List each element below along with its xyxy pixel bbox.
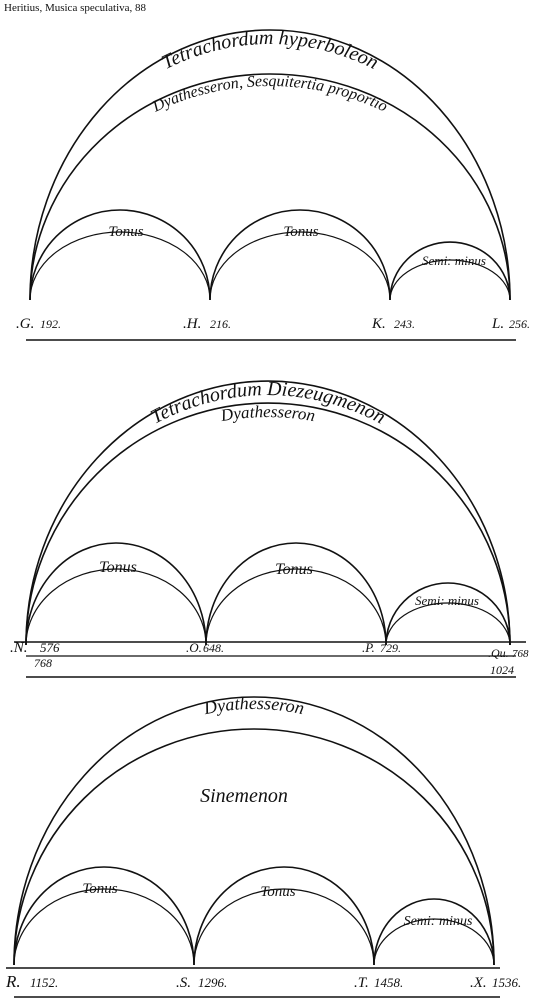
semitone-arc-inner <box>389 259 511 301</box>
tonus-arc-inner <box>205 568 387 646</box>
interval-label: Tonus <box>283 224 318 240</box>
point-letter: .Qu. <box>488 646 509 660</box>
tonus-arc-outer <box>205 542 387 646</box>
semitone-arc-inner <box>373 918 495 966</box>
tonus-arc-inner <box>193 888 375 966</box>
point-letter: .H. <box>183 316 201 332</box>
point-letter: L. <box>491 316 504 332</box>
inner-arc <box>13 728 495 966</box>
tonus-arc-outer <box>29 209 211 301</box>
interval-label: Tonus <box>260 884 295 900</box>
point-value: 768 <box>512 648 529 660</box>
point-letter: .T. <box>354 975 369 991</box>
extra-number: 1024 <box>490 663 514 677</box>
semitone-arc-inner <box>385 602 511 646</box>
point-value: 1536. <box>492 975 521 990</box>
diagram-diezeugmenon: Tetrachordum Diezeugmenon Dyathesseron T… <box>10 378 529 678</box>
point-value: 243. <box>394 317 415 331</box>
point-value: 648. <box>203 641 224 655</box>
tonus-arc-inner <box>13 888 195 966</box>
semitone-arc-outer <box>389 241 511 301</box>
diagram-title: Sinemenon <box>200 785 288 807</box>
point-value: 192. <box>40 317 61 331</box>
inner-arc <box>29 73 511 301</box>
semitone-arc-outer <box>385 582 511 646</box>
point-value: 729. <box>380 641 401 655</box>
diagram-title: Tetrachordum hyperboleon <box>158 27 382 74</box>
interval-label: Tonus <box>82 881 117 897</box>
diagram-hyperboleon: Tetrachordum hyperboleon Dyathesseron, S… <box>16 27 530 341</box>
point-value: 576 <box>40 640 60 655</box>
diagram-subtitle: Dyathesseron, Sesquitertia proportio <box>149 73 390 116</box>
interval-label: Tonus <box>99 559 137 576</box>
outer-arc <box>13 696 495 966</box>
extra-number: 768 <box>34 656 52 670</box>
point-letter: .P. <box>362 640 375 655</box>
interval-label: Tonus <box>275 561 313 578</box>
tonus-arc-inner <box>209 231 391 301</box>
tonus-arc-outer <box>193 866 375 966</box>
diagram-sinemenon: Dyathesseron Sinemenon Tonus Tonus Semi:… <box>5 693 521 998</box>
inner-arc <box>25 402 511 646</box>
diagram-subtitle: Dyathesseron <box>201 693 306 718</box>
semitone-arc-outer <box>373 898 495 966</box>
diagram-subtitle: Dyathesseron <box>218 402 316 425</box>
point-letter: K. <box>371 316 386 332</box>
point-letter: .S. <box>176 975 191 991</box>
point-value: 1458. <box>374 975 403 990</box>
interval-label: Tonus <box>108 224 143 240</box>
point-letter: .N. <box>10 640 28 656</box>
tonus-arc-inner <box>25 568 207 646</box>
tonus-arc-outer <box>209 209 391 301</box>
point-letter: .G. <box>16 316 34 332</box>
header-caption: Heritius, Musica speculativa, 88 <box>4 2 147 14</box>
tonus-arc-outer <box>25 542 207 646</box>
point-letter: .X. <box>470 975 487 991</box>
interval-label: Semi: minus <box>422 253 486 268</box>
point-letter: R. <box>5 972 21 991</box>
point-value: 1296. <box>198 975 227 990</box>
interval-label: Semi: minus <box>415 593 479 608</box>
point-value: 1152. <box>30 975 58 990</box>
outer-arc <box>25 380 511 646</box>
interval-label: Semi: minus <box>404 914 473 929</box>
point-value: 216. <box>210 317 231 331</box>
outer-arc <box>29 29 511 301</box>
tonus-arc-outer <box>13 866 195 966</box>
point-value: 256. <box>509 317 530 331</box>
point-letter: .O. <box>186 640 202 655</box>
tonus-arc-inner <box>29 231 211 301</box>
